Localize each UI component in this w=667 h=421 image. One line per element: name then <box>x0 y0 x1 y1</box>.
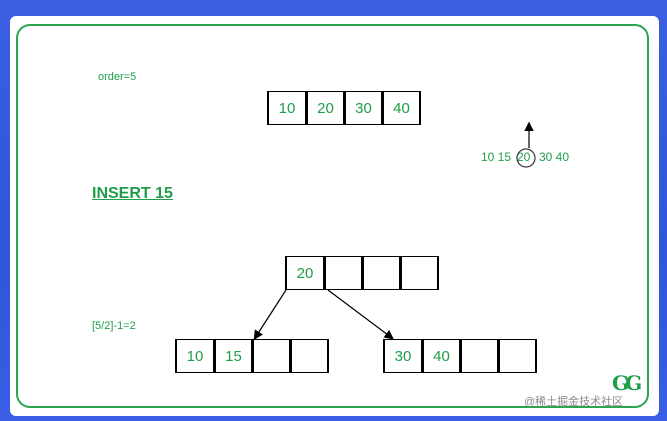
sequence-right: 30 40 <box>539 150 570 164</box>
split-formula: [5/2]-1=2 <box>92 320 136 332</box>
root-node: 20 <box>285 256 439 290</box>
insert-heading: INSERT 15 <box>92 185 173 202</box>
sequence-left: 10 15 <box>481 150 512 164</box>
geeksforgeeks-logo: GG <box>612 371 642 395</box>
diagram-frame <box>16 24 649 408</box>
median-circle <box>516 148 536 168</box>
key-cell: 20 <box>286 257 324 289</box>
order-label: order=5 <box>98 71 137 83</box>
key-cell <box>290 340 328 372</box>
slide-canvas <box>10 16 659 416</box>
key-cell: 10 <box>268 92 306 124</box>
sequence-median: 20 <box>517 150 531 164</box>
left-child-arrow <box>253 289 287 341</box>
watermark-text: @稀土掘金技术社区 <box>524 396 624 408</box>
right-child-arrow <box>327 289 394 340</box>
key-cell: 15 <box>214 340 252 372</box>
key-cell: 10 <box>176 340 214 372</box>
key-cell <box>324 257 362 289</box>
left-child-node: 10 15 <box>175 339 329 373</box>
key-cell <box>362 257 400 289</box>
key-cell: 20 <box>306 92 344 124</box>
key-cell: 40 <box>382 92 420 124</box>
key-cell <box>498 340 536 372</box>
full-node: 10 20 30 40 <box>267 91 421 125</box>
key-cell <box>252 340 290 372</box>
key-cell: 30 <box>344 92 382 124</box>
key-cell <box>400 257 438 289</box>
key-cell: 30 <box>384 340 422 372</box>
right-child-node: 30 40 <box>383 339 537 373</box>
key-cell: 40 <box>422 340 460 372</box>
key-cell <box>460 340 498 372</box>
